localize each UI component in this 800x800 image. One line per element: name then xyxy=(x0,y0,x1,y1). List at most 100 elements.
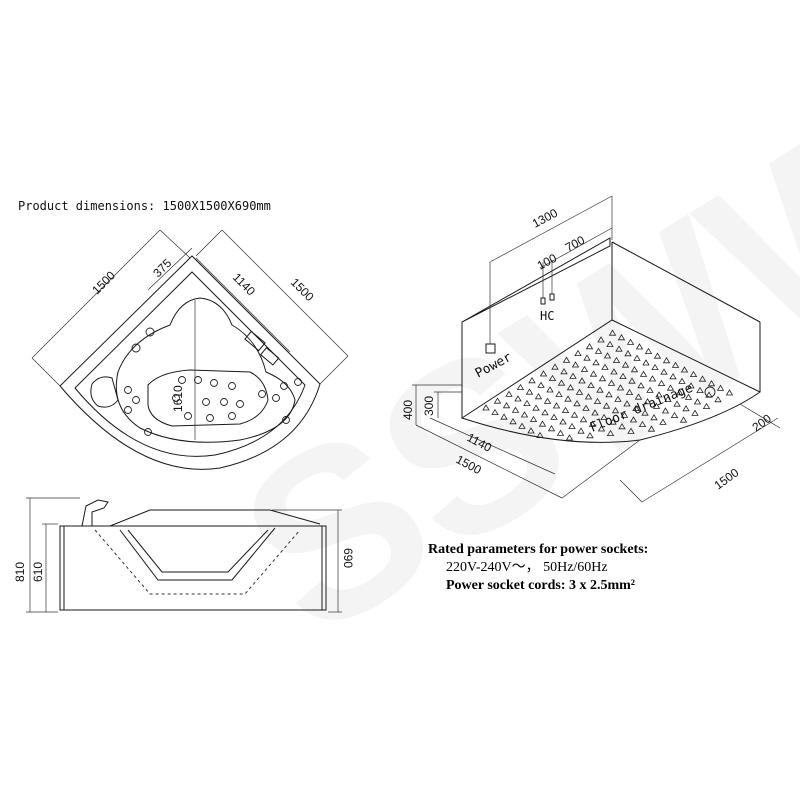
floor-pattern-triangle xyxy=(637,382,645,389)
floor-pattern-triangle xyxy=(670,411,679,419)
floor-pattern-triangle xyxy=(627,427,635,434)
floor-pattern-triangle xyxy=(635,343,644,350)
floor-pattern-triangle xyxy=(543,397,552,404)
floor-pattern-triangle xyxy=(534,393,543,400)
floor-pattern-triangle xyxy=(725,389,734,396)
floor-pattern-triangle xyxy=(529,415,538,423)
floor-pattern-triangle xyxy=(678,377,686,384)
floor-pattern-triangle xyxy=(583,354,591,361)
floor-pattern-triangle xyxy=(616,384,625,391)
floor-pattern-triangle xyxy=(657,379,666,387)
floor-pattern-triangle xyxy=(615,345,623,352)
rated-parameters-heading: Rated parameters for power sockets: xyxy=(428,542,649,557)
floor-pattern-triangle xyxy=(660,368,668,375)
jet-icon xyxy=(258,390,266,398)
dim-line-1500-iso-left xyxy=(415,424,563,499)
floor-pattern-triangle xyxy=(525,388,534,395)
dim-ext-bottom-corner xyxy=(561,439,641,499)
floor-pattern-triangle xyxy=(598,375,607,382)
dim-line-1500-right xyxy=(221,229,349,357)
floor-pattern-triangle xyxy=(528,377,536,384)
floor-drainage-pattern xyxy=(482,329,734,441)
floor-pattern-triangle xyxy=(652,402,661,409)
dim-label-690: 690 xyxy=(341,548,355,568)
floor-pattern-triangle xyxy=(693,398,702,405)
floor-pattern-triangle xyxy=(516,383,525,391)
floor-pattern-triangle xyxy=(630,366,639,373)
jet-icon xyxy=(228,382,236,390)
floor-pattern-triangle xyxy=(566,384,575,391)
floor-pattern-triangle xyxy=(609,418,617,425)
floor-pattern-triangle xyxy=(614,395,622,402)
drain-icon xyxy=(704,386,716,398)
floor-pattern-triangle xyxy=(514,395,522,402)
floor-pattern-triangle xyxy=(643,398,652,405)
dim-ext-1500-right xyxy=(619,479,643,503)
floor-pattern-triangle xyxy=(682,405,690,412)
jet-icon xyxy=(202,398,210,406)
floor-pattern-triangle xyxy=(548,374,557,382)
floor-pattern-triangle xyxy=(493,397,502,404)
floor-pattern-triangle xyxy=(632,404,640,412)
floor-pattern-triangle xyxy=(482,404,490,411)
jet-icon xyxy=(280,382,288,390)
floor-pattern-triangle xyxy=(539,370,548,377)
floor-pattern-triangle xyxy=(617,334,626,341)
floor-pattern-triangle xyxy=(523,399,531,407)
floor-pattern-triangle xyxy=(532,404,540,411)
hot-pipe-icon xyxy=(540,297,546,305)
floor-pattern-triangle xyxy=(687,382,695,389)
floor-pattern-triangle xyxy=(502,402,511,409)
floor-pattern-triangle xyxy=(601,363,609,370)
tub-rim-outline xyxy=(74,271,306,457)
floor-pattern-triangle xyxy=(612,356,621,364)
side-basin-hidden xyxy=(94,529,301,595)
floor-pattern-triangle xyxy=(679,416,688,423)
dim-line-700 xyxy=(539,227,613,269)
jet-icon xyxy=(172,394,180,402)
floor-pattern-triangle xyxy=(624,350,632,357)
floor-pattern-triangle xyxy=(546,386,554,393)
floor-pattern-triangle xyxy=(547,425,556,432)
floor-pattern-triangle xyxy=(647,425,656,432)
floor-pattern-triangle xyxy=(633,354,641,361)
floor-pattern-triangle xyxy=(651,363,659,371)
installation-view: Floor drainage Power HC 1300 100 700 400 xyxy=(401,195,781,503)
floor-pattern-triangle xyxy=(691,409,699,416)
floor-pattern-triangle xyxy=(511,406,520,413)
floor-pattern-triangle xyxy=(608,329,617,336)
floor-pattern-triangle xyxy=(552,402,561,409)
floor-pattern-triangle xyxy=(491,408,499,416)
jet-icon xyxy=(220,398,228,406)
floor-pattern-triangle xyxy=(689,370,698,378)
floor-pattern-triangle xyxy=(623,400,631,407)
dim-label-810: 810 xyxy=(13,562,27,582)
dim-label-1300: 1300 xyxy=(530,206,560,231)
floor-pattern-triangle xyxy=(573,400,581,407)
jet-icon xyxy=(194,376,202,384)
rated-parameters-block: Rated parameters for power sockets: 220V… xyxy=(428,541,648,595)
floor-pattern-triangle xyxy=(602,402,611,409)
control-panel-icon xyxy=(244,330,266,352)
floor-pattern-triangle xyxy=(594,347,603,354)
floor-pattern-triangle xyxy=(653,352,662,359)
dim-ext-right xyxy=(319,355,349,385)
floor-pattern-triangle xyxy=(584,393,593,400)
dim-label-200: 200 xyxy=(750,411,775,434)
dim-line-1140 xyxy=(429,417,556,475)
hc-label: HC xyxy=(540,309,554,323)
floor-pattern-triangle xyxy=(538,420,547,427)
jet-icon xyxy=(132,396,140,404)
dim-label-1500-iso-right: 1500 xyxy=(712,465,742,492)
floor-pattern-triangle xyxy=(702,402,711,410)
floor-pattern-triangle xyxy=(587,381,595,389)
dim-ext-top-left xyxy=(159,229,191,259)
floor-pattern-triangle xyxy=(579,416,588,423)
dim-label-1500-iso-left: 1500 xyxy=(454,452,484,477)
top-view: 1500 1500 375 1140 16 xyxy=(31,229,349,470)
floor-pattern-triangle xyxy=(606,429,615,437)
floor-pattern-triangle xyxy=(675,389,684,396)
floor-pattern-triangle xyxy=(641,409,649,416)
floor-pattern-triangle xyxy=(669,373,677,380)
